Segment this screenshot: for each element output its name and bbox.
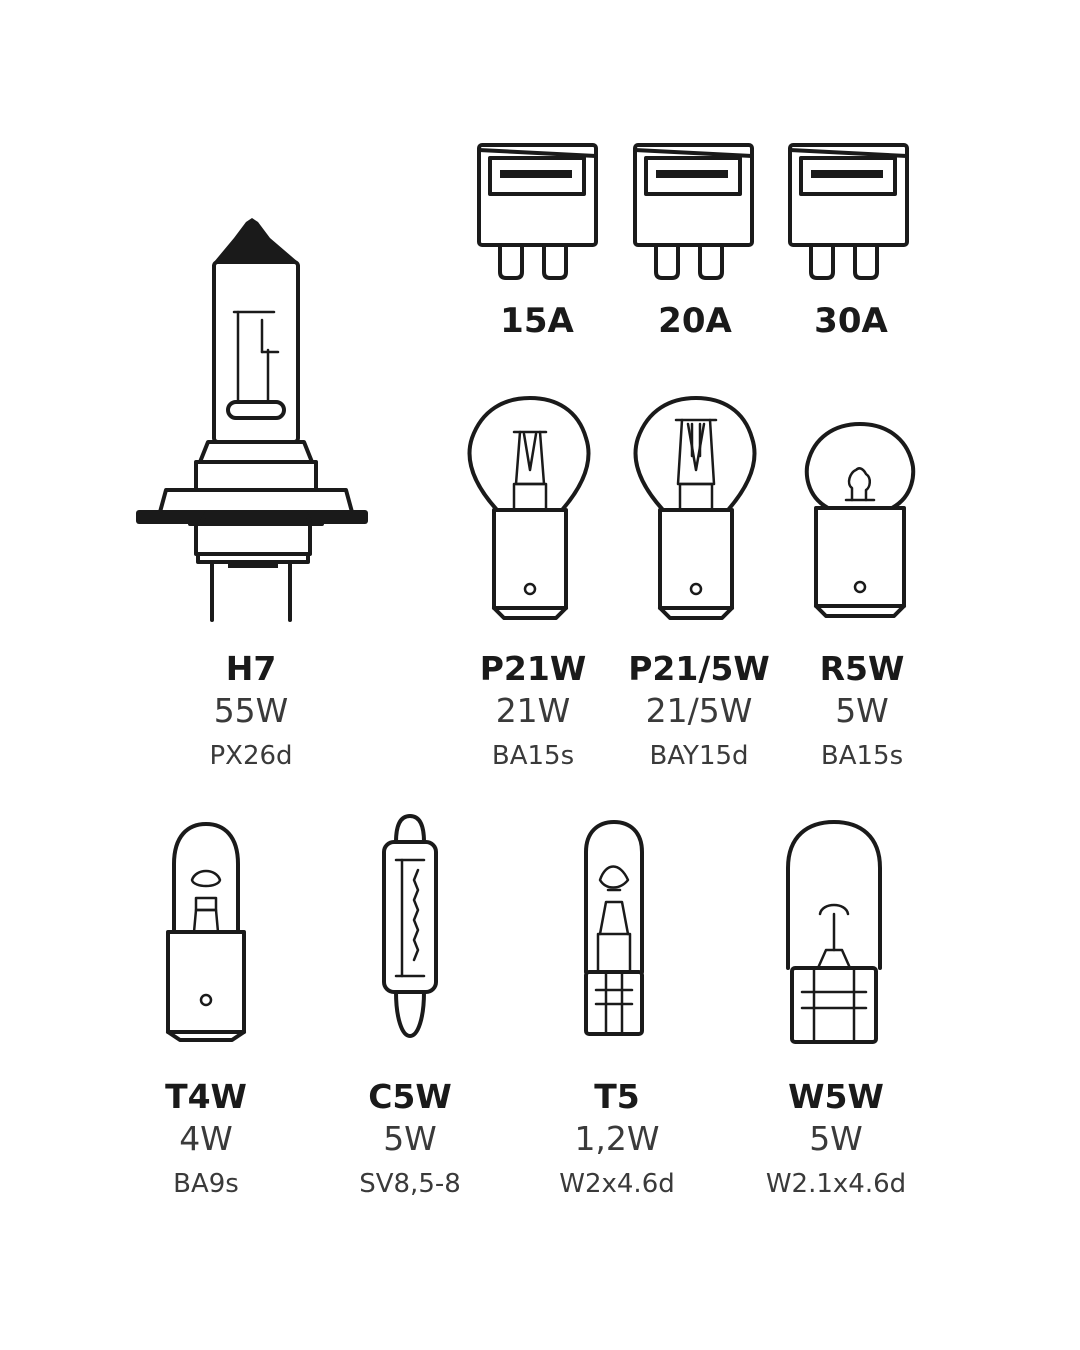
bulb-power: 21W — [496, 691, 571, 730]
t4w-bulb-icon — [166, 822, 246, 1042]
fuse-30a-icon — [788, 143, 909, 280]
h7-label: H7 55W PX26d — [209, 649, 292, 771]
bulb-name: T5 — [594, 1077, 639, 1116]
bulb-base: BAY15d — [649, 741, 748, 771]
bulb-name: W5W — [788, 1077, 884, 1116]
fuse-30a-label: 30A — [814, 301, 888, 341]
bulb-name: R5W — [820, 649, 905, 688]
fuse-15a-label: 15A — [500, 301, 574, 341]
bulb-base: PX26d — [209, 741, 292, 771]
r5w-label: R5W 5W BA15s — [820, 649, 905, 771]
bulb-name: H7 — [226, 649, 277, 688]
fuse-20a-label: 20A — [658, 301, 732, 341]
bulb-base: BA9s — [173, 1169, 239, 1199]
t5-wedge-bulb-icon — [584, 820, 644, 1036]
p21-5w-bulb-icon — [633, 396, 757, 620]
p21-5w-label: P21/5W 21/5W BAY15d — [628, 649, 770, 771]
t4w-label: T4W 4W BA9s — [165, 1077, 247, 1199]
bulb-name: P21W — [480, 649, 587, 688]
bulb-base: W2.1x4.6d — [766, 1169, 906, 1199]
bulb-name: C5W — [368, 1077, 452, 1116]
c5w-festoon-bulb-icon — [382, 814, 438, 1038]
w5w-label: W5W 5W W2.1x4.6d — [766, 1077, 906, 1199]
fuse-15a-icon — [477, 143, 598, 280]
bulb-power: 4W — [179, 1119, 233, 1158]
t5-label: T5 1,2W W2x4.6d — [559, 1077, 675, 1199]
c5w-label: C5W 5W SV8,5-8 — [359, 1077, 461, 1199]
bulb-power: 5W — [809, 1119, 863, 1158]
bulb-name: P21/5W — [628, 649, 770, 688]
fuse-20a-icon — [633, 143, 754, 280]
bulb-power: 21/5W — [646, 691, 753, 730]
bulb-name: T4W — [165, 1077, 247, 1116]
r5w-bulb-icon — [804, 422, 916, 618]
h7-halogen-bulb-icon — [136, 218, 368, 622]
bulb-base: BA15s — [492, 741, 574, 771]
bulb-base: BA15s — [821, 741, 903, 771]
bulb-base: W2x4.6d — [559, 1169, 675, 1199]
bulb-base: SV8,5-8 — [359, 1169, 461, 1199]
bulb-power: 1,2W — [574, 1119, 659, 1158]
bulb-power: 5W — [835, 691, 889, 730]
p21w-label: P21W 21W BA15s — [480, 649, 587, 771]
w5w-wedge-bulb-icon — [786, 820, 882, 1044]
bulb-power: 55W — [214, 691, 289, 730]
p21w-bulb-icon — [467, 396, 591, 620]
bulb-power: 5W — [383, 1119, 437, 1158]
